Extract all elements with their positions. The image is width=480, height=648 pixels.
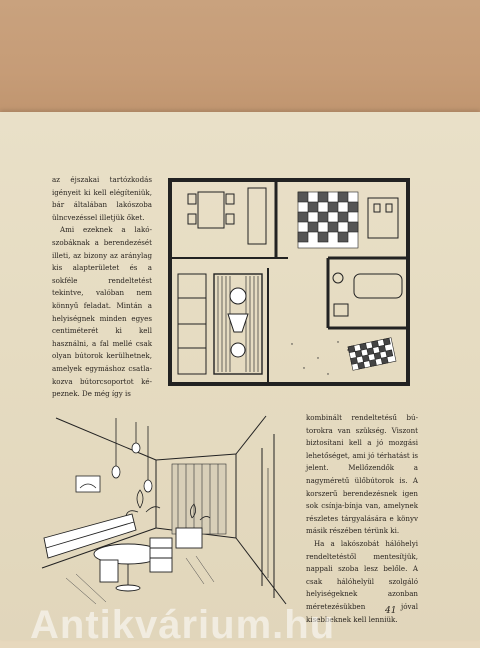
- interior-sketch: [41, 415, 287, 605]
- right-paragraph-1: kombinált rendeltetésű bú­torokra van sz…: [306, 413, 418, 536]
- watermark: Antikvárium.hu: [30, 603, 336, 647]
- book-page: [0, 112, 480, 640]
- page-number: 41: [385, 606, 397, 616]
- floor-plan-drawing: [168, 178, 410, 386]
- left-paragraph-1: az éjszakai tartózkodás igényeit ki kell…: [52, 175, 152, 222]
- right-paragraph-2: Ha a lakószobát háló­helyi rendeltetéstő…: [306, 538, 418, 624]
- right-text-column: kombinált rendeltetésű bú­torokra van sz…: [306, 412, 418, 626]
- table-surface: [0, 0, 480, 120]
- left-text-column: az éjszakai tartózkodás igényeit ki kell…: [52, 174, 152, 401]
- left-paragraph-2: Ami ezeknek a lakó­szobáknak a berendezé…: [52, 225, 152, 399]
